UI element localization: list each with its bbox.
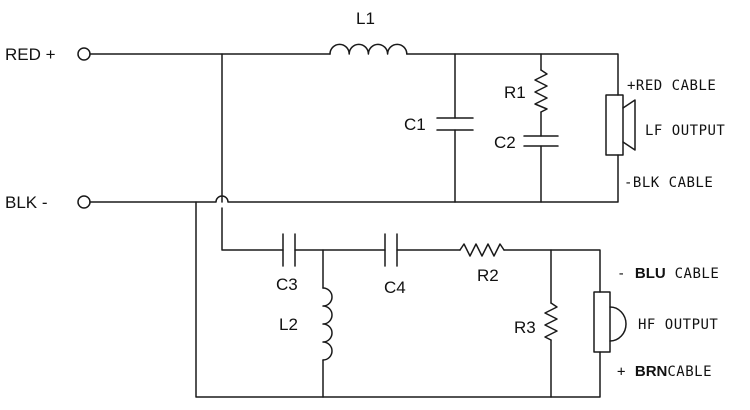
- capacitor-c1: C1: [404, 115, 474, 134]
- blk-terminal-label: BLK -: [5, 193, 48, 212]
- hf-blu-suffix: CABLE: [666, 266, 720, 282]
- c2-label: C2: [494, 133, 516, 152]
- hf-blu-word: BLU: [635, 265, 666, 282]
- red-terminal-label: RED +: [5, 45, 56, 64]
- lf-wiring: [89, 53, 619, 203]
- resistor-r1: R1: [504, 69, 548, 113]
- l2-label: L2: [279, 315, 298, 334]
- hf-brn-cable-label: + BRNCABLE: [617, 363, 712, 380]
- r3-label: R3: [514, 318, 536, 337]
- l1-label: L1: [356, 9, 375, 28]
- r2-label: R2: [477, 266, 499, 285]
- blk-terminal-circle: [77, 195, 91, 209]
- blk-input-terminal: BLK -: [5, 193, 91, 212]
- lf-output-label: LF OUTPUT: [645, 123, 725, 139]
- hf-blu-cable-label: - BLU CABLE: [617, 265, 719, 282]
- capacitor-c3: C3: [276, 233, 298, 294]
- red-input-terminal: RED +: [5, 45, 91, 64]
- lf-neg-cable-label: -BLK CABLE: [624, 175, 713, 191]
- capacitor-c4: C4: [384, 233, 406, 297]
- lf-speaker-icon: +RED CABLE LF OUTPUT -BLK CABLE: [605, 78, 725, 191]
- c4-label: C4: [384, 278, 406, 297]
- hf-brn-word: BRN: [635, 363, 668, 380]
- c1-label: C1: [404, 115, 426, 134]
- r1-label: R1: [504, 83, 526, 102]
- red-terminal-circle: [77, 47, 91, 61]
- lf-pos-cable-label: +RED CABLE: [627, 78, 716, 94]
- inductor-l1: L1: [329, 9, 408, 55]
- resistor-r2: R2: [459, 243, 505, 285]
- resistor-r3: R3: [514, 302, 558, 341]
- hf-wiring: [195, 201, 601, 398]
- hf-brn-prefix: +: [617, 364, 635, 380]
- inductor-l2: L2: [279, 287, 333, 361]
- hf-speaker-icon: - BLU CABLE HF OUTPUT + BRNCABLE: [593, 265, 719, 380]
- hf-brn-suffix: CABLE: [667, 364, 712, 380]
- capacitor-c2: C2: [494, 133, 559, 152]
- hf-output-label: HF OUTPUT: [638, 317, 718, 333]
- c3-label: C3: [276, 275, 298, 294]
- hf-blu-prefix: -: [617, 266, 635, 282]
